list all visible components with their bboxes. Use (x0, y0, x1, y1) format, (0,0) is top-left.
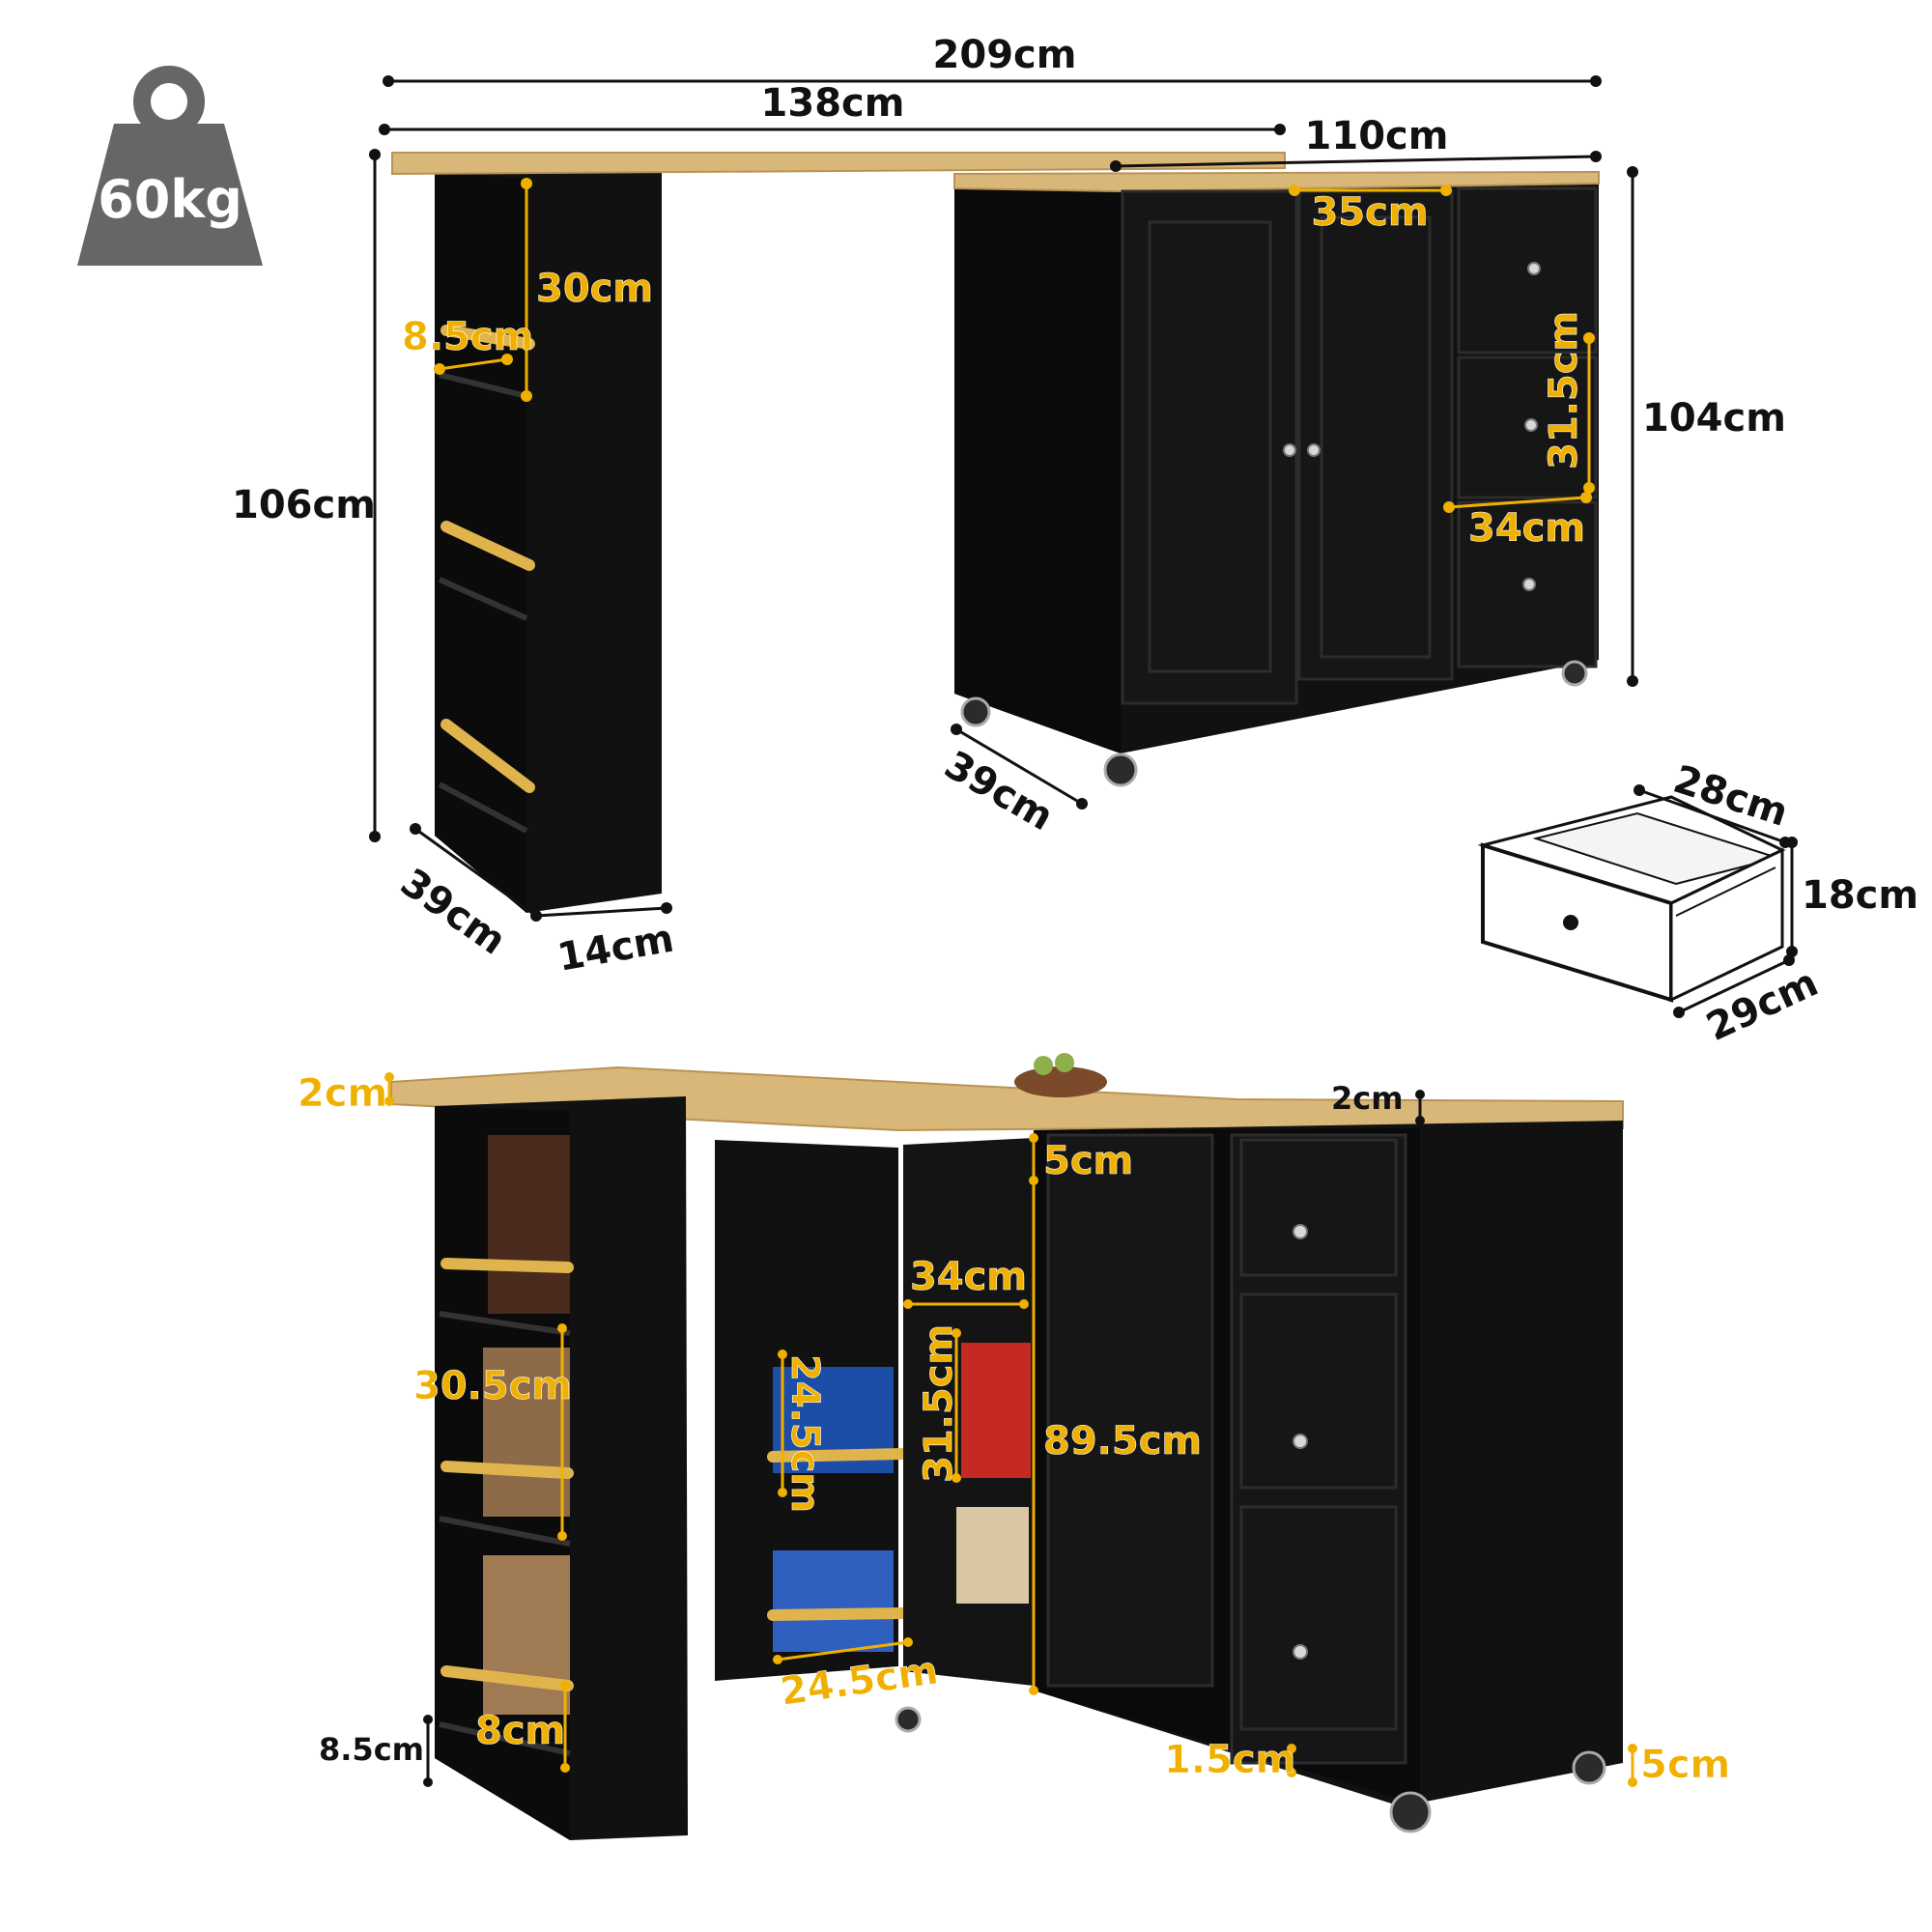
dim-door-width: 35cm (1289, 185, 1452, 235)
weight-label: 60kg (98, 169, 242, 230)
dim-total-length: 209cm (383, 33, 1602, 87)
dim-drawer-width: 34cm (1443, 492, 1592, 551)
svg-text:2cm: 2cm (298, 1071, 387, 1116)
dim-top-thickness-right: 2cm (1331, 1080, 1425, 1125)
dim-cabinet-depth: 39cm (937, 724, 1088, 839)
svg-text:39cm: 39cm (937, 743, 1061, 839)
weight-icon (77, 66, 263, 266)
dim-rail-offset: 8.5cm (402, 315, 534, 375)
svg-text:30.5cm: 30.5cm (413, 1364, 572, 1408)
dim-wheel-height: 5cm (1628, 1743, 1731, 1787)
dim-door-gap: 5cm (1029, 1133, 1134, 1185)
svg-text:14cm: 14cm (554, 917, 677, 980)
svg-text:5cm: 5cm (1043, 1139, 1133, 1183)
svg-text:8.5cm: 8.5cm (319, 1731, 424, 1768)
svg-text:34cm: 34cm (910, 1255, 1027, 1299)
dim-rack-height: 106cm (232, 149, 381, 842)
dim-cabinet-length: 110cm (1110, 114, 1602, 172)
dim-drawer-height: 18cm (1786, 837, 1918, 957)
svg-text:5cm: 5cm (1640, 1743, 1730, 1787)
svg-text:34cm: 34cm (1468, 506, 1585, 551)
svg-text:110cm: 110cm (1305, 114, 1449, 158)
svg-text:209cm: 209cm (933, 33, 1077, 77)
dim-rail-height: 8cm (475, 1681, 570, 1773)
dim-rack-base-height: 8.5cm (319, 1715, 433, 1787)
svg-text:8cm: 8cm (475, 1709, 565, 1753)
svg-text:18cm: 18cm (1802, 873, 1918, 918)
dim-shelf-height: 30cm (521, 178, 653, 402)
dim-rack-width: 14cm (535, 902, 677, 980)
svg-text:8.5cm: 8.5cm (402, 315, 533, 359)
svg-text:89.5cm: 89.5cm (1043, 1419, 1202, 1463)
dim-side-gap: 1.5cm (1164, 1738, 1296, 1782)
dim-inner-shelf-width: 34cm (903, 1255, 1029, 1309)
top-view-furniture (391, 152, 1600, 913)
svg-text:138cm: 138cm (761, 81, 905, 126)
svg-text:104cm: 104cm (1642, 396, 1786, 440)
svg-text:1.5cm: 1.5cm (1164, 1738, 1295, 1782)
svg-text:31.5cm: 31.5cm (1542, 311, 1586, 469)
dim-top-thickness-left: 2cm (298, 1071, 394, 1116)
svg-text:30cm: 30cm (536, 267, 653, 311)
svg-text:24.5cm: 24.5cm (782, 1354, 827, 1513)
dim-cabinet-height: 104cm (1627, 166, 1786, 687)
drawer-diagram (1477, 795, 1786, 1003)
svg-text:106cm: 106cm (232, 483, 376, 527)
dim-top-length: 138cm (379, 81, 1286, 135)
dim-drawer-spacing: 31.5cm (1542, 311, 1595, 494)
dim-rack-shelf-height: 30.5cm (413, 1323, 572, 1541)
dim-interior-height: 89.5cm (1029, 1180, 1202, 1695)
svg-text:35cm: 35cm (1311, 190, 1428, 235)
bottom-view-furniture (390, 1053, 1624, 1840)
svg-text:31.5cm: 31.5cm (917, 1324, 961, 1483)
svg-text:2cm: 2cm (1331, 1080, 1404, 1117)
dim-door-shelf-height: 24.5cm (778, 1350, 827, 1513)
dim-inner-shelf-height: 31.5cm (917, 1324, 962, 1484)
